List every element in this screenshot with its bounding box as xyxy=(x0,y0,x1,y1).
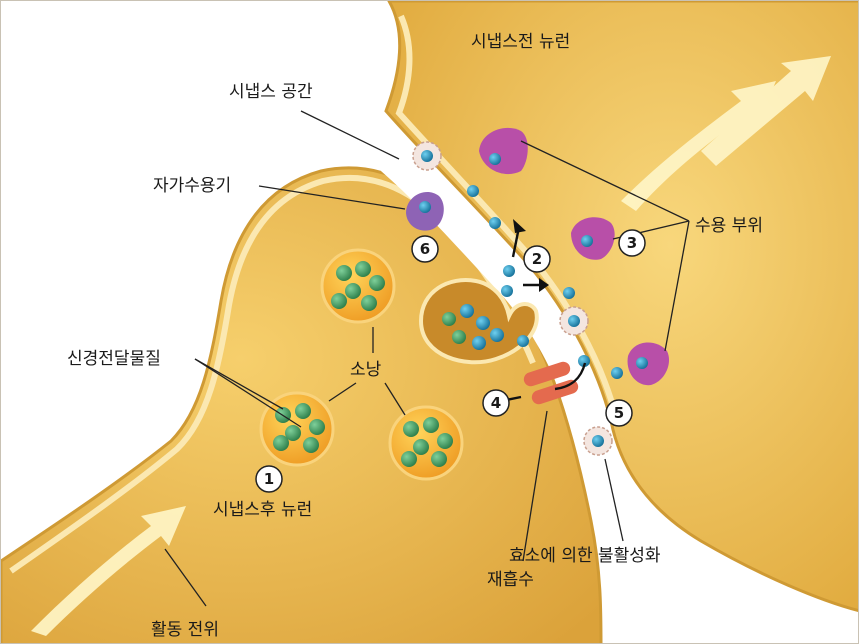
label-reuptake: 재흡수 xyxy=(487,570,534,590)
label-enzyme-inactivation: 효소에 의한 불활성화 xyxy=(509,546,661,566)
step-4-number: 4 xyxy=(491,394,501,412)
step-2-number: 2 xyxy=(532,250,542,268)
step-5-number: 5 xyxy=(614,404,624,422)
vesicle xyxy=(261,393,333,465)
label-synaptic-cleft: 시냅스 공간 xyxy=(229,82,313,102)
label-presynaptic-neuron: 시냅스전 뉴런 xyxy=(471,32,570,52)
label-neurotransmitter: 신경전달물질 xyxy=(67,349,161,369)
vesicle xyxy=(322,250,394,322)
label-vesicle: 소낭 xyxy=(350,360,382,380)
label-postsynaptic-neuron: 시냅스후 뉴런 xyxy=(213,500,312,520)
label-autoreceptor: 자가수용기 xyxy=(153,176,231,196)
step-6-number: 6 xyxy=(420,240,430,258)
vesicle xyxy=(390,407,462,479)
step-3-number: 3 xyxy=(627,234,637,252)
step-1-number: 1 xyxy=(264,470,274,488)
label-action-potential: 활동 전위 xyxy=(151,620,219,640)
label-receptor-sites: 수용 부위 xyxy=(695,216,763,236)
